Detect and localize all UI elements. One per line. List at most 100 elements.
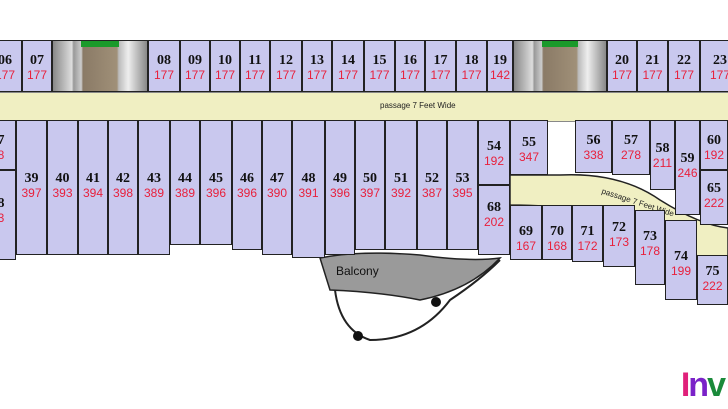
passage-label: passage 7 Feet Wide (380, 101, 456, 110)
unit-area: 172 (577, 239, 598, 253)
unit-area: 192 (703, 148, 725, 162)
unit-area: 395 (452, 186, 473, 200)
unit-number: 54 (487, 139, 501, 154)
unit-number: 46 (240, 171, 254, 186)
logo: Inv (680, 366, 726, 404)
unit-area: 177 (611, 68, 633, 82)
unit-number: 12 (279, 53, 293, 68)
unit-area: 246 (677, 166, 698, 180)
balcony-label: Balcony (336, 264, 379, 278)
unit-number: 17 (433, 53, 448, 68)
unit-area: 177 (26, 68, 48, 82)
unit-number: 10 (218, 53, 232, 68)
unit-number: 09 (188, 53, 202, 68)
unit-area: 396 (329, 186, 351, 200)
unit-number: 51 (394, 171, 408, 186)
unit-area: 202 (483, 215, 505, 229)
unit-area: 222 (702, 279, 723, 293)
unit-area: 177 (399, 68, 421, 82)
unit-area: 396 (236, 186, 258, 200)
unit-number: 52 (425, 171, 439, 186)
unit-area: 396 (205, 186, 227, 200)
unit-number: 19 (493, 53, 507, 68)
unit-06[interactable]: 06177 (0, 40, 22, 92)
unit-area: 177 (369, 68, 390, 82)
unit-area: 199 (670, 264, 692, 278)
unit-number: 72 (612, 220, 626, 235)
unit-area: 177 (673, 68, 695, 82)
unit-area: 177 (337, 68, 359, 82)
unit-number: 41 (86, 171, 100, 186)
unit-number: 8 (0, 196, 5, 211)
unit-area: 177 (0, 68, 16, 82)
unit-area: 389 (143, 186, 165, 200)
unit-area: 177 (430, 68, 451, 82)
unit-number: 13 (310, 53, 324, 68)
unit-area: 167 (515, 239, 537, 253)
unit-area: 177 (709, 68, 728, 82)
unit-number: 39 (24, 171, 39, 186)
unit-number: 70 (550, 224, 564, 239)
unit-area: 3 (0, 211, 5, 225)
unit-number: 48 (301, 171, 316, 186)
unit-area: 397 (359, 186, 381, 200)
unit-number: 43 (147, 171, 161, 186)
balcony-steps (334, 259, 501, 342)
unit-number: 11 (248, 53, 262, 68)
unit-area: 398 (112, 186, 134, 200)
unit-number: 50 (363, 171, 377, 186)
passage-corridor (0, 92, 728, 122)
unit-number: 15 (372, 53, 387, 68)
